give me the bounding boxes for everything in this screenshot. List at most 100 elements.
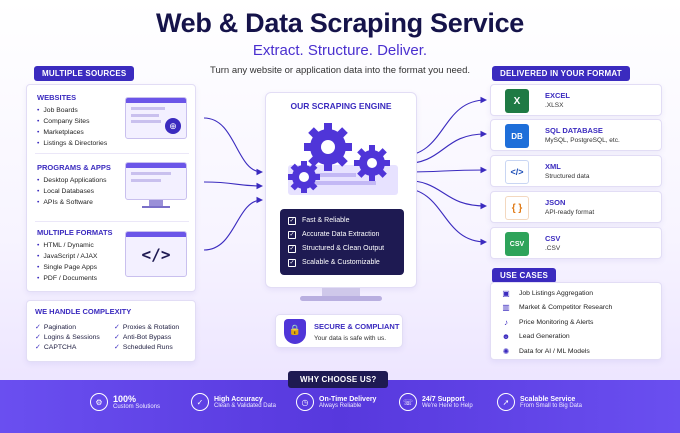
use-case-label: Price Monitoring & Alerts (519, 318, 594, 326)
rocket-icon: ➚ (497, 393, 515, 411)
use-case-label: Data for AI / ML Models (519, 347, 590, 355)
source-list: Job Boards Company Sites Marketplaces Li… (37, 105, 107, 149)
monitor-stand (322, 288, 360, 296)
why-sub: Always Reliable (319, 402, 362, 409)
complexity-list: Pagination Proxies & Rotation Logins & S… (35, 323, 187, 351)
why-title: On-Time Delivery (319, 395, 377, 403)
why-title: 100% (113, 394, 137, 404)
feature-label: Fast & Reliable (302, 217, 350, 224)
source-list: Desktop Applications Local Databases API… (37, 175, 111, 208)
globe-icon: ⊕ (165, 118, 181, 134)
format-desc: .CSV (545, 245, 561, 252)
list-item: PDF / Documents (37, 273, 113, 284)
why-sub: From Small to Big Data (520, 402, 583, 409)
why-sub: Custom Solutions (113, 404, 161, 410)
why-band (0, 380, 680, 433)
use-case-label: Market & Competitor Research (519, 304, 613, 312)
feature-item: ✓ Structured & Clean Output (288, 242, 396, 256)
list-item: Company Sites (37, 116, 107, 127)
feature-label: Structured & Clean Output (302, 245, 385, 252)
list-item: JavaScript / AJAX (37, 251, 113, 262)
use-case-label: Job Listings Aggregation (519, 289, 594, 297)
source-group-websites: WEBSITES Job Boards Company Sites Market… (37, 93, 107, 149)
list-item: APIs & Software (37, 197, 111, 208)
list-item: Anti-Bot Bypass (114, 333, 187, 341)
code-window-icon: </> (125, 231, 187, 277)
page-title: Web & Data Scraping Service (155, 8, 525, 38)
list-item: Desktop Applications (37, 175, 111, 186)
monitor-base (300, 296, 382, 301)
clock-icon: ◷ (296, 393, 314, 411)
bell-icon: ♪ (504, 317, 508, 327)
engine-features: ✓Fast & Reliable ✓ Accurate Data Extracti… (280, 209, 404, 275)
source-group-programs: PROGRAMS & APPS Desktop Applications Loc… (37, 163, 111, 208)
format-name: CSV (545, 234, 561, 243)
arrow-formats (203, 196, 264, 251)
format-card-excel: X EXCEL.XLSX (490, 84, 662, 116)
browser-mockup-icon: ⊕ (125, 97, 187, 139)
monitor-icon (125, 162, 187, 210)
use-case-label: Lead Generation (519, 333, 570, 341)
json-icon: { } (505, 196, 529, 220)
use-case-item: ▥ Market & Competitor Research (501, 301, 651, 316)
people-icon: ☻ (501, 332, 511, 342)
list-item: Logins & Sessions (35, 333, 108, 341)
xml-icon: </> (505, 160, 529, 184)
check-icon: ✓ (288, 245, 296, 253)
page-subtitle: Extract. Structure. Deliver. (252, 42, 428, 59)
format-desc: API-ready format (545, 209, 595, 216)
feature-item: ✓Fast & Reliable (288, 214, 396, 228)
use-case-item: ☻ Lead Generation (501, 330, 651, 345)
headset-icon: ☏ (399, 393, 417, 411)
list-item: Marketplaces (37, 127, 107, 138)
format-desc: Structured data (545, 173, 590, 180)
list-item: Job Boards (37, 105, 107, 116)
format-card-csv: CSV CSV.CSV (490, 227, 662, 259)
sources-panel: WEBSITES Job Boards Company Sites Market… (26, 84, 196, 292)
secure-title: SECURE & COMPLIANT (314, 322, 400, 331)
shield-check-icon: ✓ (191, 393, 209, 411)
shield-lock-icon: 🔒 (284, 319, 306, 344)
use-cases-panel: ▣ Job Listings Aggregation ▥ Market & Comp… (490, 282, 662, 360)
multiple-sources-pill: MULTIPLE SOURCES (34, 66, 135, 81)
chart-icon: ▥ (502, 303, 510, 313)
source-list: HTML / Dynamic JavaScript / AJAX Single … (37, 240, 113, 284)
why-title: Scalable Service (520, 395, 576, 403)
why-title: 24/7 Support (422, 395, 465, 403)
feature-label: Scalable & Customizable (302, 259, 380, 266)
arrow-programs (203, 181, 264, 190)
list-item: HTML / Dynamic (37, 240, 113, 251)
why-item: ⚙ 100%Custom Solutions (90, 393, 160, 411)
delivered-pill: DELIVERED IN YOUR FORMAT (492, 66, 630, 81)
use-case-item: ▣ Job Listings Aggregation (501, 286, 651, 301)
complexity-panel: WE HANDLE COMPLEXITY Pagination Proxies … (26, 300, 196, 362)
briefcase-icon: ▣ (502, 288, 510, 298)
format-name: EXCEL (545, 91, 571, 100)
feature-item: ✓Scalable & Customizable (288, 256, 396, 270)
engine-title: OUR SCRAPING ENGINE (290, 101, 392, 111)
database-icon: DB (505, 124, 529, 148)
tagline: Turn any website or application data int… (210, 65, 470, 76)
feature-label: Accurate Data Extraction (302, 231, 380, 238)
why-sub: We're Here to Help (422, 402, 473, 409)
format-desc: .XLSX (545, 102, 564, 109)
gear-icon: ⚙ (90, 393, 108, 411)
source-group-title: WEBSITES (37, 93, 77, 102)
arrow-websites (203, 117, 264, 176)
secure-compliant-card: 🔒 SECURE & COMPLIANT Your data is safe w… (275, 314, 403, 348)
use-case-item: ♪ Price Monitoring & Alerts (501, 315, 651, 330)
use-cases-pill: USE CASES (492, 268, 557, 283)
list-item: Listings & Directories (37, 138, 107, 149)
complexity-title: WE HANDLE COMPLEXITY (35, 307, 132, 316)
use-case-item: ✺Data for AI / ML Models (501, 344, 651, 359)
list-item: Proxies & Rotation (114, 323, 187, 331)
why-title: High Accuracy (214, 395, 263, 403)
list-item: Local Databases (37, 186, 111, 197)
